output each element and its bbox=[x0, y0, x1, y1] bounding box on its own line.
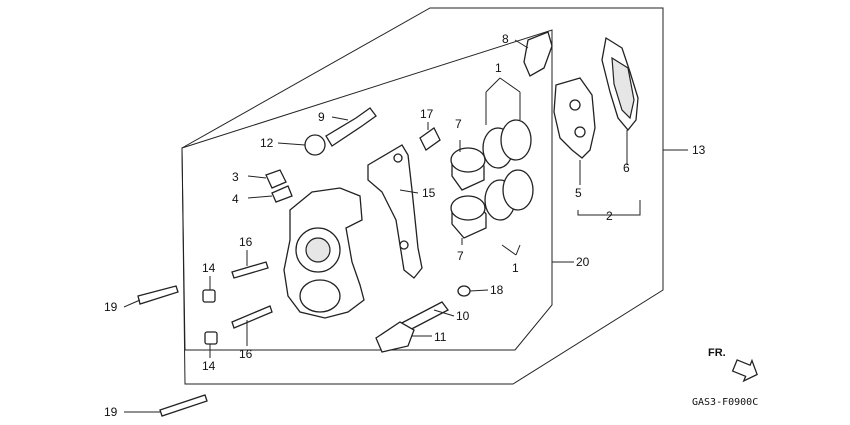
rubber-plug bbox=[419, 127, 441, 151]
bracket-hole bbox=[399, 240, 409, 250]
piston-seal-upper-b bbox=[500, 119, 532, 161]
callout-7-upper: 7 bbox=[455, 117, 462, 131]
piston-lower bbox=[450, 195, 487, 239]
callout-3: 3 bbox=[232, 170, 239, 184]
callout-6: 6 bbox=[623, 161, 630, 175]
pin-upper bbox=[231, 261, 269, 279]
callout-8: 8 bbox=[502, 32, 509, 46]
brake-pad-outer bbox=[601, 36, 639, 132]
callout-4: 4 bbox=[232, 192, 239, 206]
callout-17: 17 bbox=[420, 107, 434, 121]
callout-9: 9 bbox=[318, 110, 325, 124]
bleeder-screw bbox=[271, 185, 293, 203]
callout-13: 13 bbox=[692, 143, 706, 157]
mounting-bolt-upper bbox=[137, 285, 179, 305]
caliper-body bbox=[283, 187, 365, 319]
washer-18 bbox=[457, 285, 471, 297]
callout-1-upper: 1 bbox=[495, 61, 502, 75]
callout-20: 20 bbox=[576, 255, 590, 269]
bolt-11 bbox=[375, 321, 415, 353]
diagram-code: GAS3-F0900C bbox=[692, 397, 758, 408]
piston-seal-lower-b bbox=[502, 169, 534, 211]
callout-12: 12 bbox=[260, 136, 274, 150]
pin-cap-lower bbox=[204, 331, 218, 345]
inner-assembly-frame bbox=[181, 29, 553, 351]
bleeder-cap bbox=[265, 169, 287, 189]
callout-14-lower: 14 bbox=[202, 359, 216, 373]
forward-direction-arrow: FR. bbox=[708, 347, 758, 383]
pin-lower bbox=[231, 305, 273, 329]
callout-10: 10 bbox=[456, 309, 470, 323]
caliper-bracket bbox=[367, 144, 423, 279]
pin-boot bbox=[304, 134, 326, 156]
callout-15: 15 bbox=[422, 186, 436, 200]
mounting-bolt-lower bbox=[159, 394, 208, 417]
callout-14-upper: 14 bbox=[202, 261, 216, 275]
callout-1-lower: 1 bbox=[512, 261, 519, 275]
bracket-hole bbox=[393, 153, 403, 163]
callout-7-lower: 7 bbox=[457, 249, 464, 263]
callout-2: 2 bbox=[606, 209, 613, 223]
pin-cap-upper bbox=[202, 289, 216, 303]
direction-label: FR. bbox=[708, 347, 726, 359]
callout-11: 11 bbox=[434, 330, 447, 344]
callout-labels: 1 1 2 3 4 5 6 7 7 8 9 10 11 12 13 14 14 … bbox=[104, 32, 706, 419]
callout-19-lower: 19 bbox=[104, 405, 118, 419]
pad-spring bbox=[523, 31, 553, 77]
callout-16-lower: 16 bbox=[239, 347, 253, 361]
brake-pad-inner bbox=[553, 77, 596, 159]
callout-18: 18 bbox=[490, 283, 504, 297]
callout-16-upper: 16 bbox=[239, 235, 253, 249]
leader-lines bbox=[123, 39, 688, 413]
callout-5: 5 bbox=[575, 186, 582, 200]
callout-19-upper: 19 bbox=[104, 300, 118, 314]
piston-upper bbox=[450, 147, 486, 191]
pin-bolt-upper bbox=[325, 107, 377, 147]
